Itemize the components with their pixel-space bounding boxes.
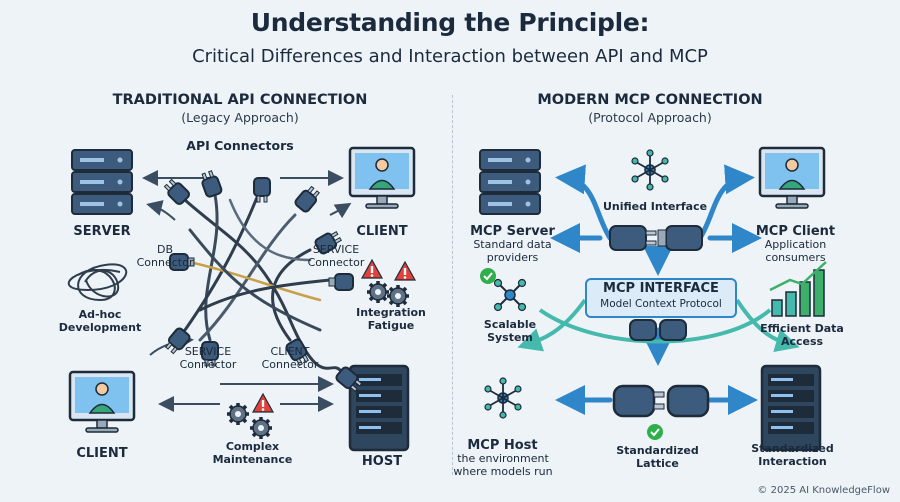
copyright-footer: © 2025 AI KnowledgeFlow bbox=[757, 485, 890, 496]
efficient-data-access-label: Efficient Data Access bbox=[760, 322, 844, 349]
tangled-cables bbox=[178, 188, 342, 372]
client-top-label: CLIENT bbox=[356, 224, 408, 239]
check-icon bbox=[646, 423, 664, 441]
tangle-icon bbox=[67, 263, 128, 302]
mcp-interface-title: MCP INTERFACE bbox=[603, 281, 719, 296]
mcp-client-monitor-icon bbox=[758, 146, 826, 210]
service-connector-top-label: SERVICE Connector bbox=[307, 243, 365, 269]
unified-interface-hub-icon bbox=[631, 149, 669, 191]
gear-icon bbox=[365, 279, 391, 305]
standardized-interaction-label: Standardized Interaction bbox=[751, 442, 834, 469]
scalable-system-icon bbox=[493, 278, 527, 312]
client-monitor-icon bbox=[348, 146, 416, 210]
right-section-title: MODERN MCP CONNECTION bbox=[537, 92, 763, 108]
host-rack-icon bbox=[348, 364, 410, 452]
section-divider bbox=[452, 95, 453, 475]
client-bottom-label: CLIENT bbox=[76, 446, 128, 461]
standardized-lattice-label: Standardized Lattice bbox=[616, 444, 699, 471]
gear-icon bbox=[225, 401, 251, 427]
gear-icon bbox=[248, 415, 274, 441]
mcp-interface-subtitle: Model Context Protocol bbox=[600, 298, 722, 310]
mcp-server-label: MCP Server bbox=[470, 224, 555, 239]
mcp-host-label: MCP Host bbox=[467, 438, 538, 453]
teal-loop-arrows bbox=[517, 298, 800, 352]
efficient-data-chart-icon bbox=[769, 261, 827, 317]
unified-interface-label: Unified Interface bbox=[602, 200, 708, 213]
warning-icon bbox=[394, 261, 416, 281]
mcp-host-description: the environment where models run bbox=[453, 452, 553, 478]
mcp-client-label: MCP Client bbox=[755, 224, 836, 239]
check-icon bbox=[479, 267, 497, 285]
complex-maintenance-label: Complex Maintenance bbox=[212, 440, 293, 467]
mcp-server-icon bbox=[479, 149, 541, 215]
client-monitor-icon bbox=[68, 370, 136, 434]
left-section-title: TRADITIONAL API CONNECTION bbox=[112, 92, 368, 108]
integration-fatigue-label: Integration Fatigue bbox=[356, 306, 426, 333]
mcp-server-description: Standard data providers bbox=[473, 238, 552, 264]
mcp-interface-box bbox=[585, 278, 737, 318]
page-title: Understanding the Principle: bbox=[250, 8, 650, 37]
right-section-subtitle: (Protocol Approach) bbox=[588, 110, 712, 125]
mcp-host-network-icon bbox=[484, 377, 522, 419]
lattice-plug-icon bbox=[612, 384, 710, 418]
mcp-interface-plug-icon bbox=[629, 319, 687, 341]
host-label: HOST bbox=[361, 454, 403, 469]
mcp-host-rack-icon bbox=[760, 364, 822, 452]
api-connectors-label: API Connectors bbox=[186, 138, 294, 153]
mcp-client-description: Application consumers bbox=[764, 238, 827, 264]
service-connector-bottom-label: SERVICE Connector bbox=[179, 345, 237, 371]
protocol-flow-arrows bbox=[550, 164, 762, 415]
server-icon bbox=[71, 149, 133, 215]
unified-plug-icon bbox=[609, 225, 703, 251]
db-connector-label: DB Connector bbox=[136, 243, 194, 269]
scalable-system-label: Scalable System bbox=[483, 318, 537, 345]
left-section-subtitle: (Legacy Approach) bbox=[181, 110, 299, 125]
gear-icon bbox=[385, 283, 411, 309]
warning-icon bbox=[252, 393, 274, 413]
adhoc-development-label: Ad-hoc Development bbox=[58, 308, 142, 335]
page-subtitle: Critical Differences and Interaction bet… bbox=[192, 46, 708, 67]
client-connector-label: CLIENT Connector bbox=[261, 345, 319, 371]
server-label: SERVER bbox=[73, 224, 131, 239]
direct-arrows bbox=[142, 170, 352, 412]
